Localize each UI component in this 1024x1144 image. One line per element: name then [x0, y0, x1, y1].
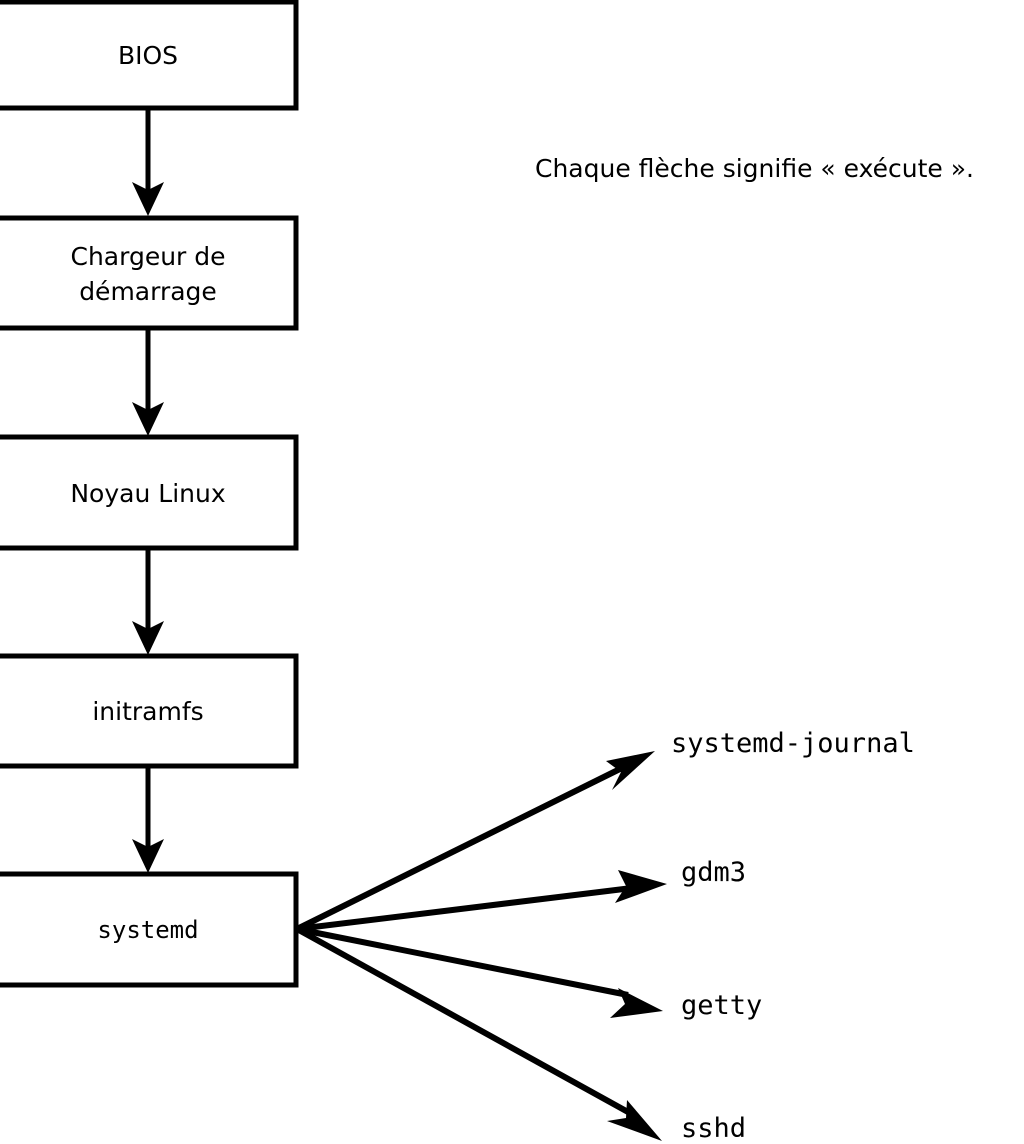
arrow-systemd-to-systemd-journal: [295, 751, 655, 932]
arrow-head-down-icon: [132, 621, 164, 655]
service-label-systemd-journal: systemd-journal: [671, 728, 915, 759]
node-bios-box: [0, 0, 299, 111]
arrow-systemd-to-sshd: [295, 926, 662, 1141]
diagram-caption: Chaque flèche signifie « exécute ».: [535, 154, 974, 183]
node-bootloader-label-line1: Chargeur de: [70, 242, 225, 271]
arrow-head-up-right-icon: [606, 751, 655, 790]
node-kernel-label: Noyau Linux: [70, 479, 225, 508]
node-systemd-box: [0, 871, 299, 988]
arrow-systemd-to-getty: [296, 926, 663, 1018]
service-label-getty: getty: [681, 990, 762, 1021]
node-bios[interactable]: BIOS: [0, 0, 299, 111]
node-kernel-box: [0, 434, 299, 551]
arrow-bios-to-bootloader: [132, 108, 164, 216]
node-systemd-label: systemd: [97, 916, 198, 944]
node-initramfs[interactable]: initramfs: [0, 653, 299, 769]
arrow-kernel-to-initramfs: [132, 548, 164, 655]
arrow-head-down-right-icon: [607, 1100, 662, 1141]
node-bios-label: BIOS: [118, 41, 178, 70]
arrow-bootloader-to-kernel: [132, 328, 164, 436]
node-initramfs-box: [0, 653, 299, 769]
arrow-head-down-right-icon: [610, 988, 663, 1018]
node-kernel[interactable]: Noyau Linux: [0, 434, 299, 551]
arrow-head-right-icon: [615, 870, 667, 903]
arrow-head-down-icon: [132, 402, 164, 436]
arrow-head-down-icon: [132, 839, 164, 873]
service-label-sshd: sshd: [681, 1113, 746, 1144]
node-bootloader[interactable]: Chargeur de démarrage: [0, 215, 299, 331]
service-label-gdm3: gdm3: [681, 857, 746, 888]
arrow-systemd-to-gdm3: [296, 870, 667, 932]
arrow-initramfs-to-systemd: [132, 766, 164, 873]
node-systemd[interactable]: systemd: [0, 871, 299, 988]
node-initramfs-label: initramfs: [92, 697, 203, 726]
node-bootloader-box: [0, 215, 299, 331]
node-bootloader-label-line2: démarrage: [79, 277, 217, 306]
arrow-head-down-icon: [132, 182, 164, 216]
